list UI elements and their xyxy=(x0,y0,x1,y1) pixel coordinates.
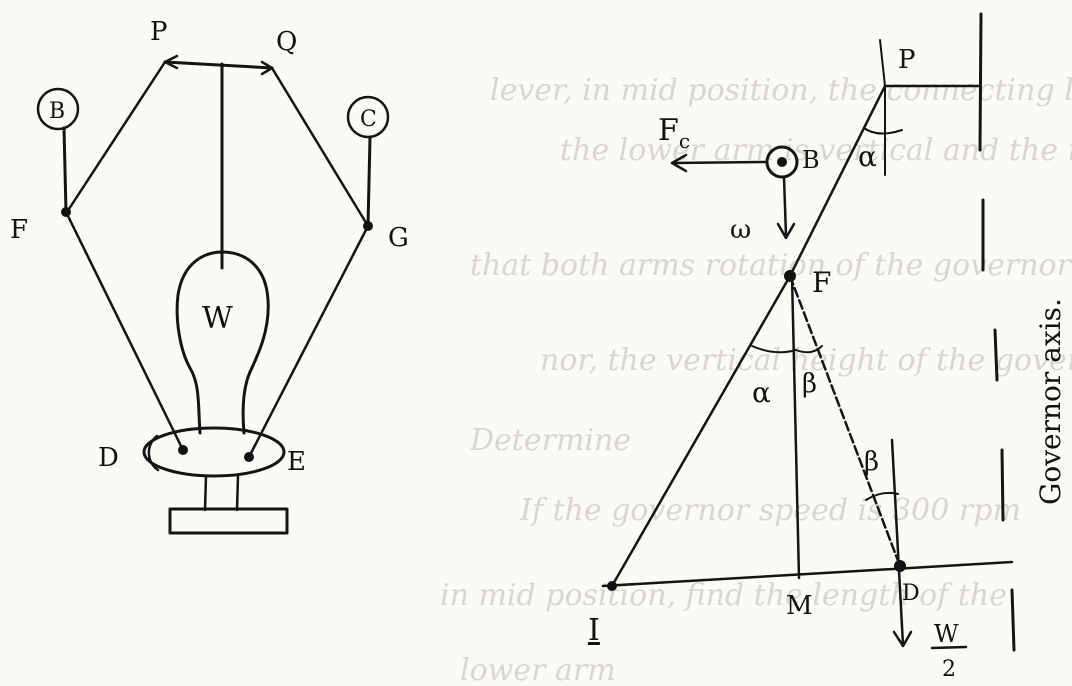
label-i: I xyxy=(588,613,600,648)
line-f-m xyxy=(790,274,801,580)
fraction-bar xyxy=(930,645,968,650)
fc-arrow-line xyxy=(670,160,769,165)
upper-arm-left xyxy=(65,60,167,214)
base-plate xyxy=(168,507,289,535)
label-d-left: D xyxy=(98,443,119,473)
sleeve-left-curl xyxy=(147,434,160,472)
governor-axis-seg-1 xyxy=(978,12,983,152)
ball-b xyxy=(36,87,80,131)
alpha-beta-arc xyxy=(751,345,823,354)
label-b-right: B xyxy=(802,146,820,174)
ball-b-rod xyxy=(62,126,68,214)
bg-line-1: lever, in mid position, the connecting l… xyxy=(490,73,1072,108)
label-q: Q xyxy=(276,27,297,57)
label-w-left: W xyxy=(202,301,233,336)
line-f-d xyxy=(788,274,902,568)
label-w-den: 2 xyxy=(942,657,956,682)
label-fc-sub: c xyxy=(679,129,690,153)
label-b-left: B xyxy=(49,99,65,124)
label-alpha-top: α xyxy=(858,140,877,173)
bg-line-7: in mid position, find the length of the xyxy=(440,578,1007,613)
lower-arm-right xyxy=(247,224,370,459)
right-diagram: P Fc B α ω F α β β I M D W 2 Governor ax… xyxy=(588,12,1067,682)
p-tick xyxy=(879,39,886,87)
point-i xyxy=(607,581,617,591)
upper-arm-pf xyxy=(788,84,887,278)
governor-axis-seg-4 xyxy=(1000,448,1005,522)
bg-line-4: nor, the vertical height of the governor xyxy=(540,343,1072,378)
w-arrow-line xyxy=(782,175,788,238)
label-omega: ω xyxy=(730,215,751,245)
bg-line-5: Determine xyxy=(469,423,631,458)
label-fc: Fc xyxy=(658,113,690,153)
label-p-right: P xyxy=(898,45,916,75)
bg-line-8: lower arm xyxy=(460,653,616,686)
label-m: M xyxy=(786,591,813,621)
lower-arm-left xyxy=(64,210,185,452)
ball-c-rod xyxy=(366,135,372,228)
ball-c xyxy=(346,95,390,139)
ball-b-center xyxy=(777,157,787,167)
label-e: E xyxy=(287,447,306,477)
alpha-arc-top xyxy=(863,127,903,135)
governor-axis-seg-3 xyxy=(993,328,999,382)
base-stem-left xyxy=(203,474,208,512)
upper-arm-right xyxy=(270,66,370,228)
label-f-right: F xyxy=(812,266,831,299)
background-handwriting: lever, in mid position, the connecting l… xyxy=(440,73,1072,686)
label-f-left: F xyxy=(10,215,28,245)
label-d-right: D xyxy=(902,581,920,606)
label-alpha: α xyxy=(752,376,771,409)
pivot-e xyxy=(244,452,254,462)
bg-line-6: If the governor speed is 300 rpm xyxy=(519,493,1021,528)
label-c: C xyxy=(360,107,377,132)
fc-arrow-head xyxy=(670,153,688,173)
sleeve xyxy=(142,426,286,478)
top-bar-pq xyxy=(163,60,274,70)
label-g: G xyxy=(388,223,409,253)
label-p-left: P xyxy=(150,17,168,47)
central-load-w xyxy=(175,250,270,435)
beta-arc-d xyxy=(865,491,899,501)
w2-arrow-head xyxy=(892,630,913,648)
base-line xyxy=(601,560,1014,588)
label-w-num: W xyxy=(934,620,959,648)
line-f-i xyxy=(610,274,792,588)
left-diagram: P Q B C F G W D E xyxy=(10,17,409,535)
pivot-d xyxy=(178,445,188,455)
label-fc-main: F xyxy=(658,113,679,148)
governor-axis-seg-5 xyxy=(1010,588,1016,652)
bg-line-2: the lower arm is vertical and the radius xyxy=(560,133,1072,168)
d-vertical xyxy=(890,438,905,647)
label-beta-right: β xyxy=(864,447,879,477)
bg-line-3: that both arms rotation of the governor … xyxy=(470,248,1072,283)
w-arrow-head xyxy=(776,222,796,240)
label-beta: β xyxy=(802,369,817,399)
base-stem-right xyxy=(235,474,240,512)
label-governor-axis: Governor axis. xyxy=(1034,298,1067,505)
